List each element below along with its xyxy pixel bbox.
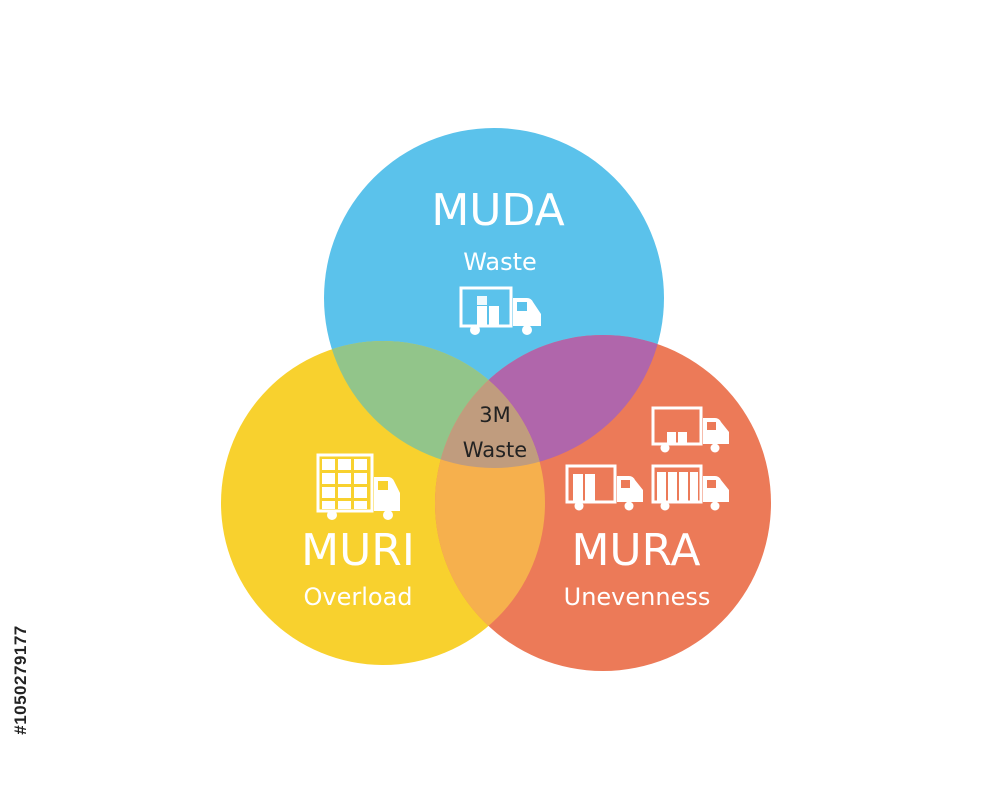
muda-subtitle: Waste [463, 248, 537, 276]
overloaded-truck-icon [316, 453, 400, 520]
muda-title: MUDA [431, 185, 564, 236]
image-id-watermark: #1050279177 [6, 560, 36, 800]
truck-icon [459, 286, 541, 335]
center-label-line1: 3M [479, 403, 510, 427]
uneven-trucks-icon [565, 406, 729, 511]
center-label-line2: Waste [463, 438, 527, 462]
mura-subtitle: Unevenness [564, 583, 711, 611]
center-overlap [435, 341, 545, 468]
mura-title: MURA [571, 525, 700, 576]
muri-subtitle: Overload [303, 583, 412, 611]
muri-title: MURI [301, 525, 415, 576]
image-id-text: #1050279177 [11, 625, 30, 735]
